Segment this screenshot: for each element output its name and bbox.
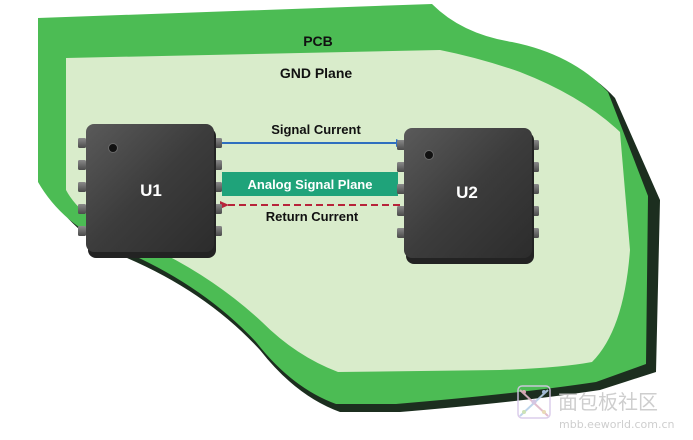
chip-u1: U1: [78, 124, 222, 258]
chip-pin: [397, 228, 405, 238]
chip-pin: [397, 162, 405, 172]
pin1-marker: [108, 143, 118, 153]
pcb-label: PCB: [303, 33, 333, 49]
chip-pin: [397, 206, 405, 216]
return-current-label: Return Current: [266, 209, 359, 224]
analog-signal-plane-label: Analog Signal Plane: [248, 177, 373, 192]
chip-body-top: [86, 124, 214, 252]
chip-pin: [78, 204, 86, 214]
chip-pin: [78, 182, 86, 192]
chip-u2: U2: [397, 128, 539, 264]
chip-u1-label: U1: [140, 181, 162, 200]
chip-body-top: [404, 128, 532, 258]
chip-pin: [397, 184, 405, 194]
pin1-marker: [424, 150, 434, 160]
watermark-logo-icon: [517, 385, 551, 419]
chip-u2-label: U2: [456, 183, 478, 202]
chip-pin: [78, 160, 86, 170]
chip-pin: [397, 140, 405, 150]
chip-pin: [78, 138, 86, 148]
analog-signal-plane: [222, 172, 398, 196]
signal-current-label: Signal Current: [271, 122, 361, 137]
watermark-site-name: 面包板社区: [558, 390, 658, 414]
watermark: 面包板社区 mbb.eeworld.com.cn: [517, 385, 675, 431]
gnd-plane-label: GND Plane: [280, 65, 353, 81]
watermark-url: mbb.eeworld.com.cn: [559, 418, 675, 431]
chip-pin: [78, 226, 86, 236]
